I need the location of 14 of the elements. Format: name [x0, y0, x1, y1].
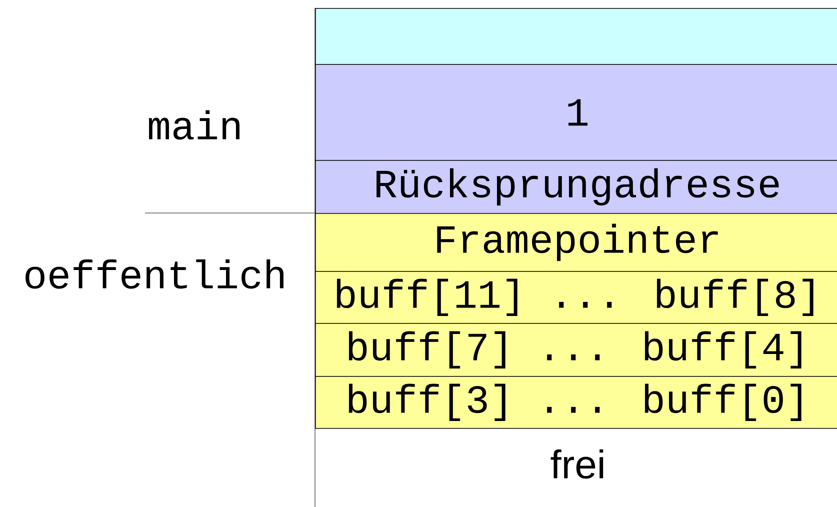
node-label: 1 — [568, 99, 588, 126]
stack-cell: Framepointer — [315, 213, 837, 272]
stack-cell: buff[11] ... buff[8] — [315, 271, 837, 324]
stack-cell: buff[3] ... buff[0] — [315, 376, 837, 429]
stack-cell: 1 — [315, 64, 837, 161]
stack-cell: Rücksprungadresse — [315, 160, 837, 214]
free-area-label: frei — [550, 449, 604, 479]
stack-label: main — [148, 110, 240, 140]
node-label: buff[7] ... buff[4] — [348, 331, 802, 369]
node-label: buff[11] ... buff[8] — [336, 278, 814, 316]
stack-label: oeffentlich — [26, 259, 284, 289]
node-label: Framepointer — [437, 224, 718, 262]
stack-cell: buff[7] ... buff[4] — [315, 323, 837, 377]
empty-stack-cell — [315, 8, 837, 65]
